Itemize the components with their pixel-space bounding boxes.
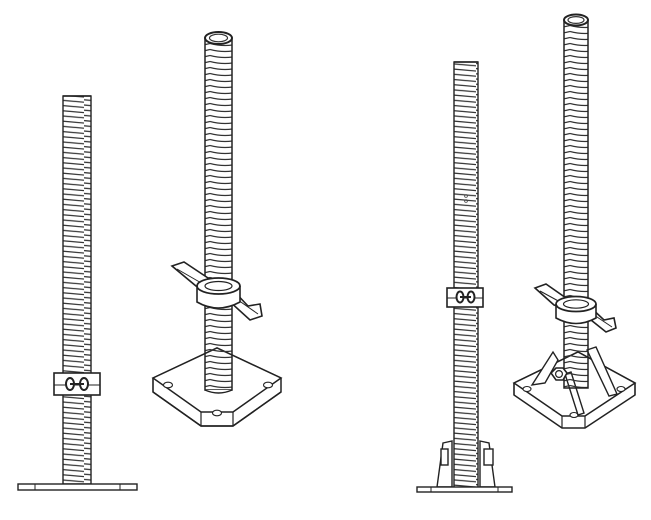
swivel-base: [416, 440, 513, 493]
screw-jack-1: [17, 95, 138, 491]
screw-jack-3: [416, 61, 513, 493]
swivel-bolt: [549, 367, 568, 381]
base-plate: [17, 483, 138, 491]
collar-nut: [446, 287, 484, 308]
threaded-rod: [204, 37, 233, 391]
threaded-rod: [453, 61, 479, 489]
screw-jack-2: [151, 31, 283, 427]
collar-nut: [53, 372, 101, 396]
bolt-hole: [616, 385, 626, 393]
bolt-hole: [262, 381, 274, 389]
screw-jack-4: [512, 13, 637, 429]
bolt-hole: [522, 385, 532, 393]
bolt-hole: [211, 409, 223, 417]
bolt-head: [440, 448, 449, 466]
winged-handle-nut: [170, 261, 263, 321]
winged-handle-nut: [533, 283, 617, 333]
gusset-plates: [530, 346, 618, 416]
bolt-hole: [162, 381, 174, 389]
bolt-nut: [483, 448, 494, 466]
base-plate: [416, 486, 513, 493]
threaded-rod: [563, 19, 589, 389]
threaded-rod: [62, 95, 92, 485]
